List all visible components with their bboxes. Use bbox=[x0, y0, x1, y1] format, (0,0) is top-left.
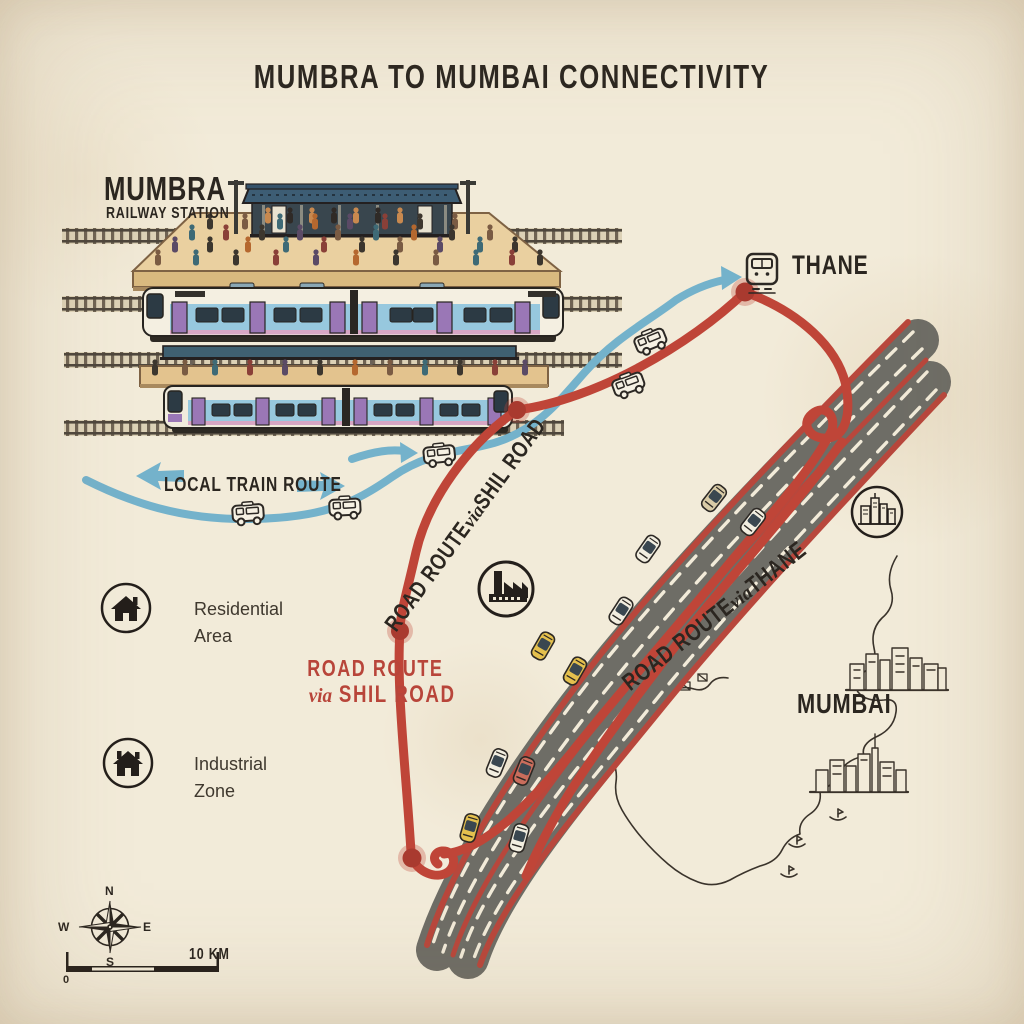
route-arrowhead bbox=[400, 266, 742, 463]
scale-distance-label: 10 KM bbox=[189, 946, 230, 963]
bus-icon bbox=[608, 367, 648, 402]
legend-industrial-line1: Industrial bbox=[194, 754, 268, 774]
compass-north-label: N bbox=[105, 884, 114, 898]
legend-residential-line2: Area bbox=[194, 626, 233, 646]
scale-bar bbox=[66, 952, 219, 972]
taxi-icon bbox=[528, 629, 558, 663]
scale-origin-label: 0 bbox=[63, 974, 70, 986]
thane-train-icon bbox=[745, 252, 779, 294]
mumbai-coastline bbox=[605, 555, 950, 886]
bus-icon bbox=[327, 494, 362, 521]
mumbai-label: MUMBAI bbox=[797, 688, 892, 719]
map-title: MUMBRA TO MUMBAI CONNECTIVITY bbox=[254, 58, 770, 95]
bus-icon bbox=[421, 440, 457, 469]
compass-south-label: S bbox=[106, 955, 115, 969]
local-train-2 bbox=[163, 385, 513, 433]
city-icon bbox=[850, 485, 904, 539]
car-icon bbox=[633, 532, 663, 566]
direction-arrow bbox=[136, 462, 345, 500]
boat-icon bbox=[780, 808, 847, 878]
compass-rose bbox=[78, 900, 142, 954]
legend-residential: Residential Area bbox=[194, 596, 283, 650]
skyline-sketch-north bbox=[844, 647, 950, 692]
local-train-1 bbox=[142, 282, 564, 342]
skyline-sketch-south bbox=[808, 733, 910, 794]
compass-east-label: E bbox=[143, 920, 152, 934]
factory-icon bbox=[477, 560, 535, 618]
station-name-label: MUMBRA bbox=[104, 170, 226, 207]
thane-label: THANE bbox=[792, 250, 869, 280]
shil-road-callout: ROAD ROUTE via SHIL ROAD bbox=[307, 655, 456, 708]
residential-house-icon bbox=[100, 582, 152, 634]
road-route-shil-path bbox=[387, 278, 853, 881]
station-subtitle-label: RAILWAY STATION bbox=[106, 205, 230, 222]
industrial-house-icon bbox=[102, 737, 154, 789]
local-train-route-label: LOCAL TRAIN ROUTE bbox=[164, 474, 342, 496]
station-platform-2 bbox=[139, 345, 549, 388]
compass-west-label: W bbox=[58, 920, 70, 934]
legend-residential-line1: Residential bbox=[194, 599, 284, 619]
route-node bbox=[387, 278, 759, 872]
legend-industrial-line2: Zone bbox=[194, 781, 236, 801]
legend-industrial: Industrial Zone bbox=[194, 751, 267, 805]
